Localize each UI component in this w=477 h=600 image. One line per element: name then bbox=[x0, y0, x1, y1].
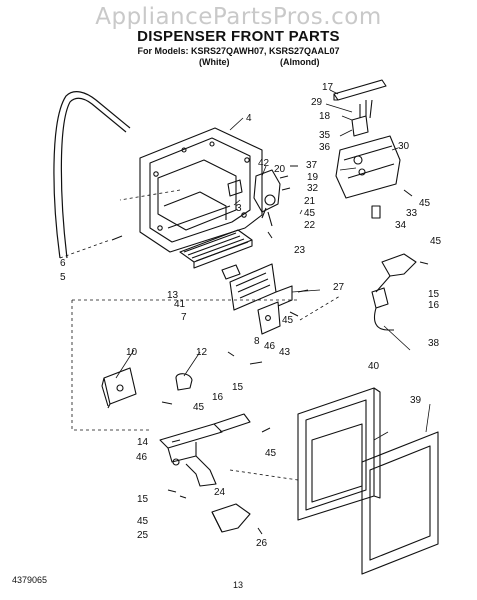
center-bracket bbox=[229, 263, 293, 335]
callout-3: 3 bbox=[236, 203, 242, 214]
model-numbers: For Models: KSRS27QAWH07, KSRS27QAAL07 bbox=[137, 46, 340, 56]
callout-32: 32 bbox=[307, 183, 319, 194]
callout-45: 45 bbox=[430, 236, 442, 247]
dispenser-door-panel bbox=[361, 431, 439, 575]
diagram-title: DISPENSER FRONT PARTS bbox=[137, 28, 340, 45]
callout-23: 23 bbox=[294, 245, 306, 256]
callout-15: 15 bbox=[428, 289, 440, 300]
callout-15: 15 bbox=[137, 494, 149, 505]
callout-16: 16 bbox=[428, 300, 440, 311]
callout-22: 22 bbox=[304, 220, 316, 231]
funnel-25 bbox=[211, 503, 251, 533]
watermark: AppliancePartsPros.com bbox=[95, 4, 382, 30]
callout-21: 21 bbox=[304, 196, 316, 207]
page-number: 13 bbox=[233, 580, 244, 590]
variant-almond: (Almond) bbox=[280, 57, 320, 67]
water-tube bbox=[53, 91, 131, 259]
callout-45: 45 bbox=[304, 208, 316, 219]
document-number: 4379065 bbox=[12, 575, 48, 585]
actuator-lever bbox=[371, 253, 417, 331]
leader-lines bbox=[115, 89, 431, 441]
callout-10: 10 bbox=[126, 347, 138, 358]
callout-5: 5 bbox=[60, 272, 66, 283]
callout-6: 6 bbox=[60, 258, 66, 269]
part-41 bbox=[221, 264, 241, 280]
callout-8: 8 bbox=[254, 336, 260, 347]
callout-16: 16 bbox=[212, 392, 224, 403]
dispenser-housing bbox=[139, 127, 263, 253]
callout-7: 7 bbox=[181, 312, 187, 323]
switch-assembly bbox=[253, 169, 291, 227]
callout-labels: 17 29 18 35 36 30 37 19 32 45 33 34 42 2… bbox=[60, 82, 442, 549]
lever-assembly bbox=[159, 413, 251, 487]
callout-4: 4 bbox=[246, 113, 252, 124]
callout-45: 45 bbox=[137, 516, 149, 527]
callout-25: 25 bbox=[137, 530, 149, 541]
callout-20: 20 bbox=[274, 164, 286, 175]
callout-38: 38 bbox=[428, 338, 440, 349]
callout-29: 29 bbox=[311, 97, 323, 108]
callout-35: 35 bbox=[319, 130, 331, 141]
callout-37: 37 bbox=[306, 160, 318, 171]
screws bbox=[111, 165, 429, 535]
callout-36: 36 bbox=[319, 142, 331, 153]
module-10 bbox=[101, 367, 137, 409]
callout-18: 18 bbox=[319, 111, 331, 122]
variant-white: (White) bbox=[199, 57, 230, 67]
callout-12: 12 bbox=[196, 347, 208, 358]
callout-45: 45 bbox=[265, 448, 277, 459]
callout-34: 34 bbox=[395, 220, 407, 231]
reference-lines bbox=[59, 189, 341, 481]
clip-12 bbox=[175, 373, 193, 391]
callout-45: 45 bbox=[282, 315, 294, 326]
callout-45: 45 bbox=[419, 198, 431, 209]
callout-45: 45 bbox=[193, 402, 205, 413]
callout-14: 14 bbox=[137, 437, 149, 448]
callout-15: 15 bbox=[232, 382, 244, 393]
upper-bracket bbox=[333, 79, 401, 219]
callout-24: 24 bbox=[214, 487, 226, 498]
callout-39: 39 bbox=[410, 395, 422, 406]
callout-27: 27 bbox=[333, 282, 345, 293]
callout-46: 46 bbox=[264, 341, 276, 352]
callout-30: 30 bbox=[398, 141, 410, 152]
callout-19: 19 bbox=[307, 172, 319, 183]
drip-tray-grille bbox=[179, 229, 253, 269]
callout-42: 42 bbox=[258, 158, 270, 169]
callout-17: 17 bbox=[322, 82, 334, 93]
callout-26: 26 bbox=[256, 538, 268, 549]
callout-40: 40 bbox=[368, 361, 380, 372]
callout-43: 43 bbox=[279, 347, 291, 358]
dispenser-door-frame bbox=[297, 387, 381, 521]
callout-46: 46 bbox=[136, 452, 148, 463]
callout-33: 33 bbox=[406, 208, 418, 219]
callout-13: 13 bbox=[167, 290, 179, 301]
callout-41: 41 bbox=[174, 299, 186, 310]
